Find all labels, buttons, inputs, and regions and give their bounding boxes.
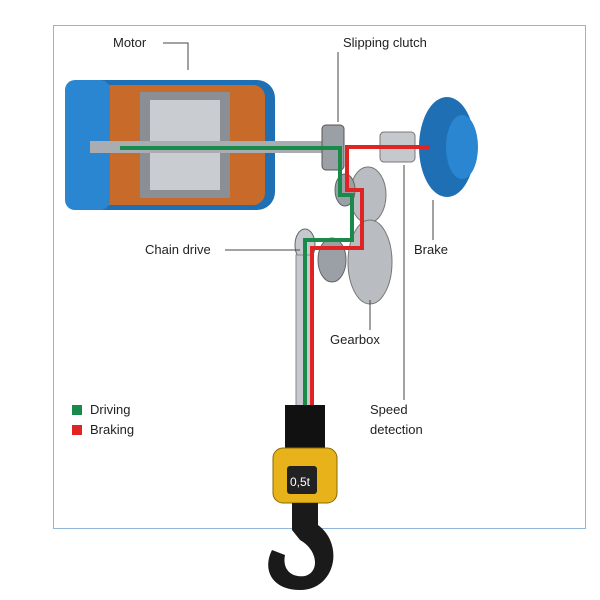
label-gearbox: Gearbox [330,332,380,347]
leader-lines [163,42,434,400]
hook-cable-sleeve [285,405,325,450]
legend-label: Braking [90,422,135,437]
label-speed-detection-2: detection [370,422,423,437]
legend-swatch-driving [72,404,82,415]
legend-label: Driving [90,402,131,417]
label-brake: Brake [414,242,448,257]
gearbox-illustration [317,166,393,305]
label-speed-detection-1: Speed [370,402,408,417]
label-slipping-clutch: Slipping clutch [343,35,427,50]
legend-swatch-braking [72,424,82,435]
label-motor: Motor [113,35,147,50]
legend-braking: Braking [72,422,134,437]
legend-driving: Driving [72,402,130,417]
load-display-text: 0,5t [290,475,311,489]
brake-illustration [419,97,478,197]
driving-path [120,146,354,405]
hook-icon [268,503,334,590]
label-chain-drive: Chain drive [145,242,211,257]
load-display [287,466,317,494]
braking-path [310,145,430,405]
